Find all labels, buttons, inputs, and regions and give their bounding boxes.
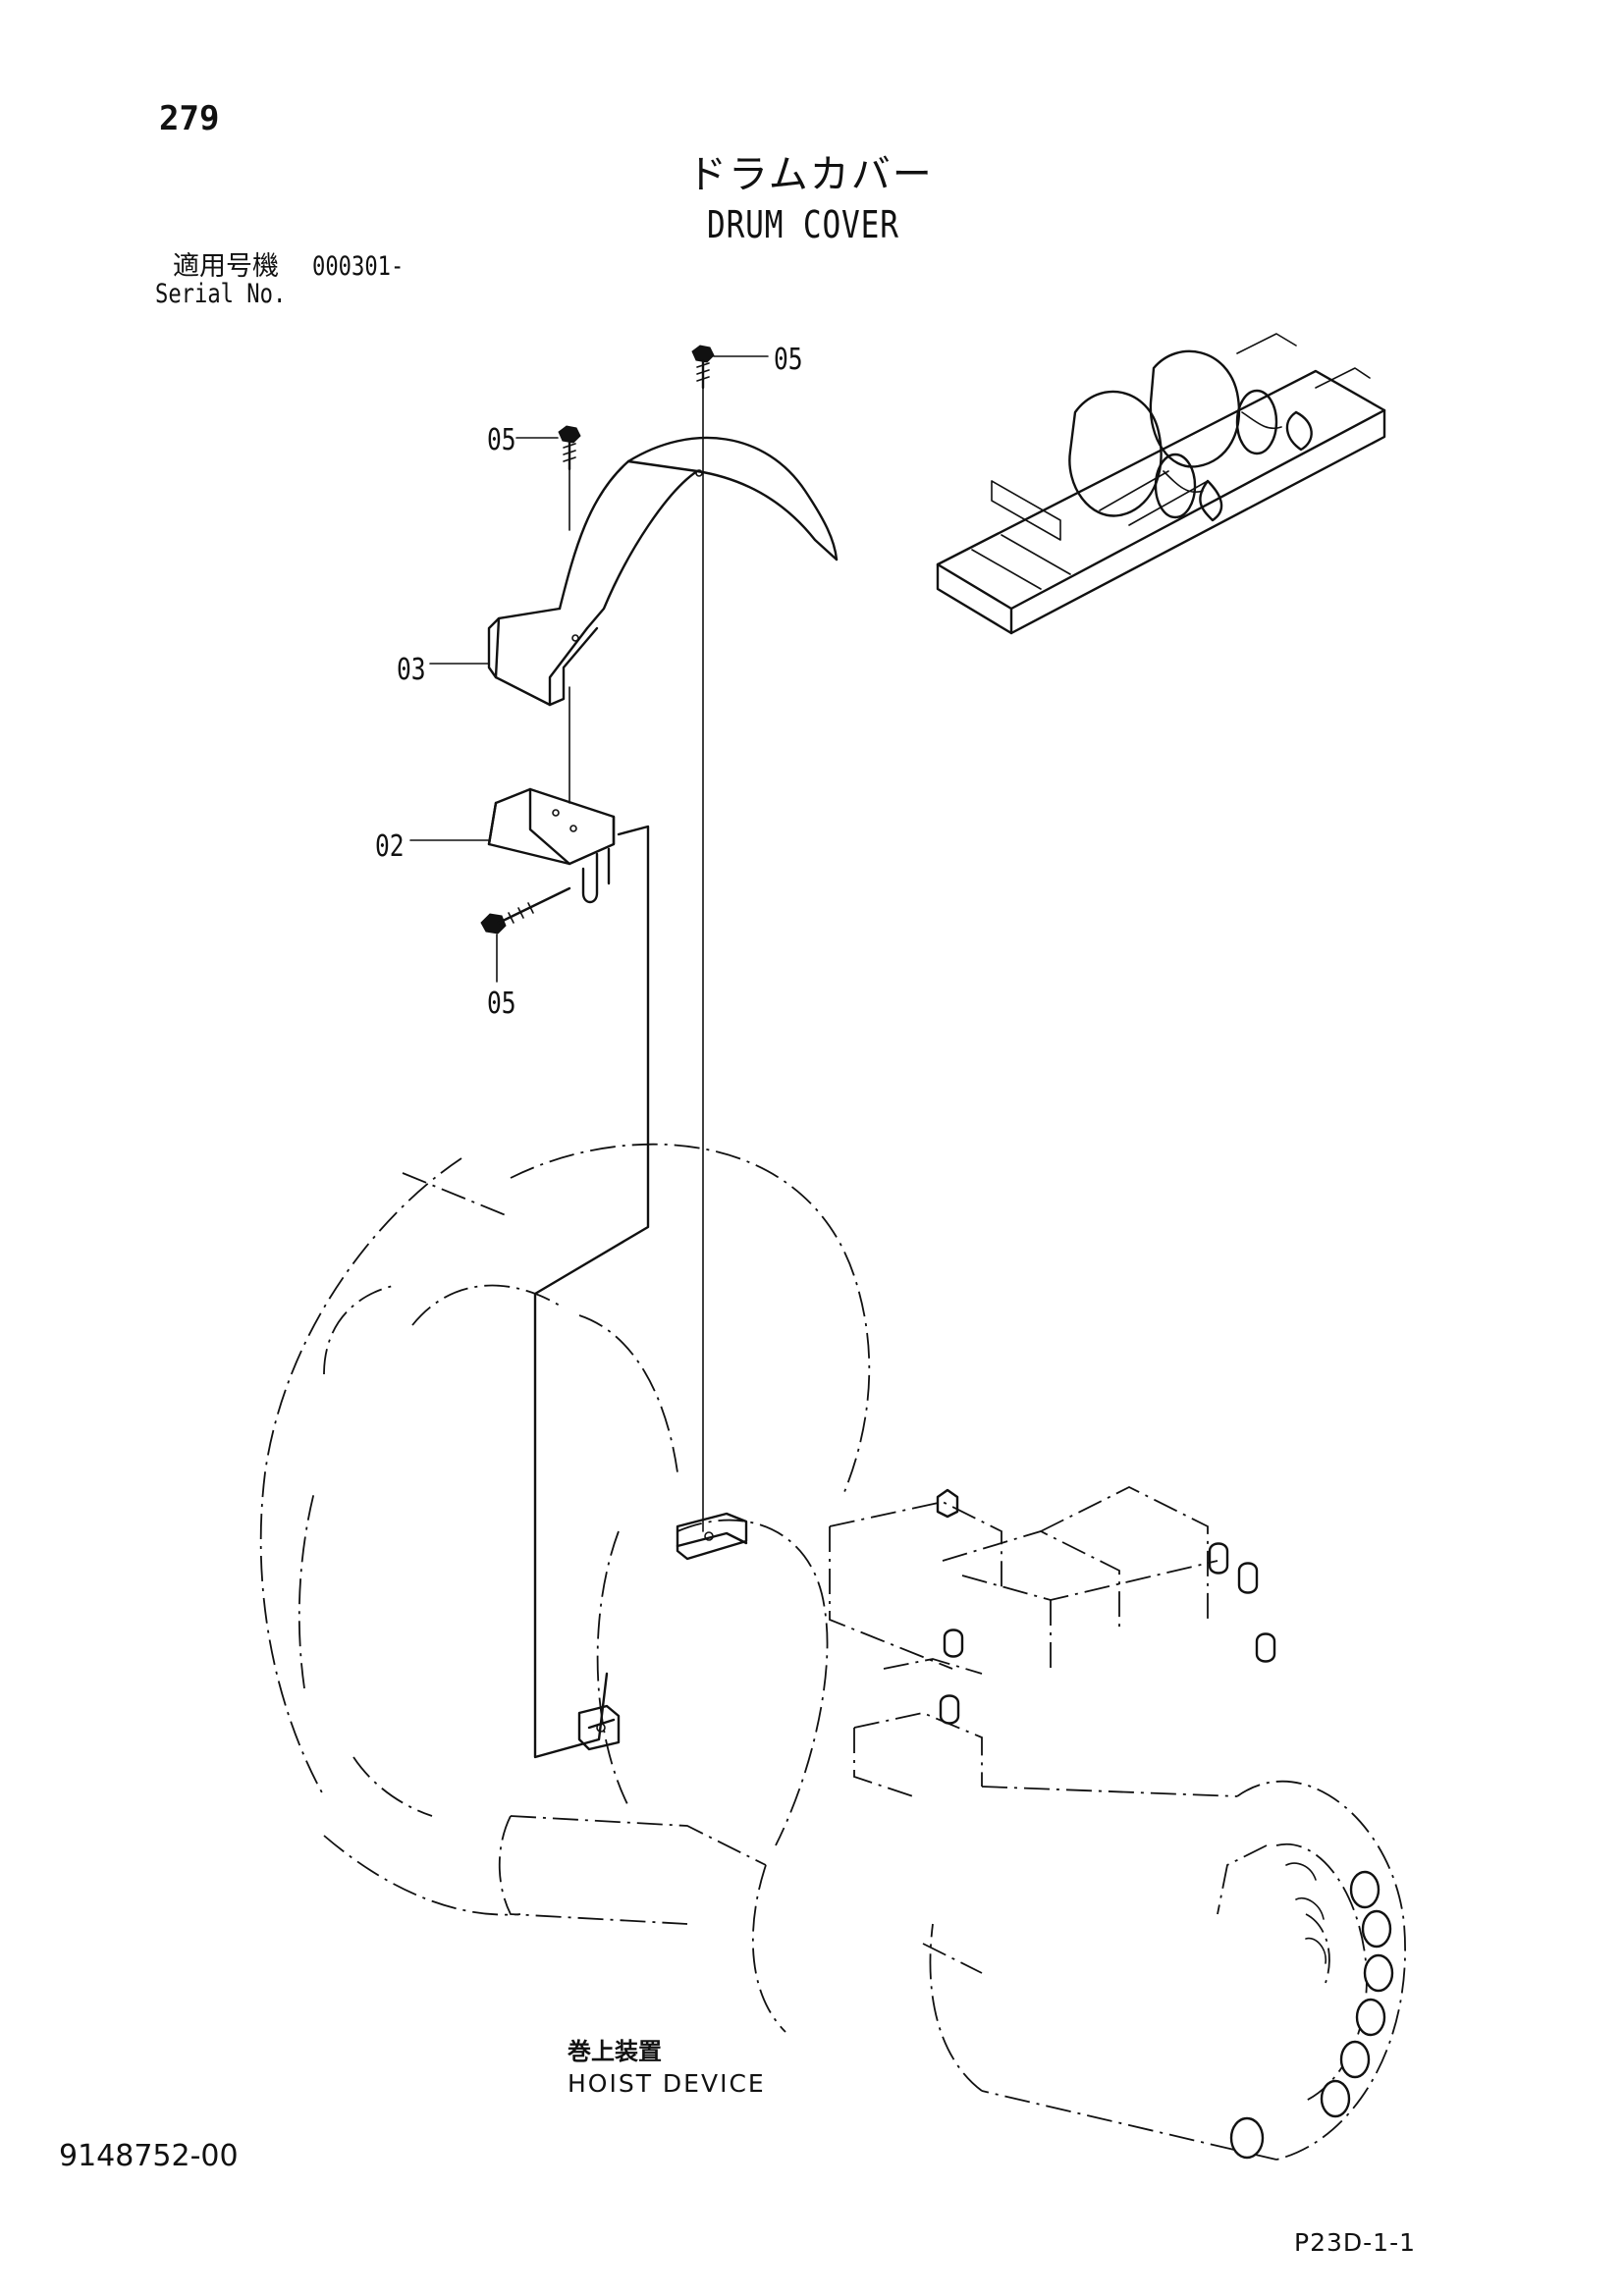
- drum-outline: [259, 1143, 871, 1916]
- bolt-05-lower: [480, 886, 571, 983]
- callout-02: 02: [375, 829, 405, 864]
- callout-05-upper-left: 05: [487, 423, 516, 457]
- hoist-inset-sketch: [936, 333, 1386, 635]
- drum-cover-03: [429, 436, 839, 707]
- device-label-japanese: 巻上装置: [568, 2038, 662, 2065]
- title-japanese: ドラムカバー: [687, 152, 934, 197]
- bracket-02: [409, 787, 616, 904]
- drum-band-connectors: [587, 1531, 748, 1730]
- page-code: P23D-1-1: [1294, 2228, 1416, 2257]
- serial-label-english: Serial No.: [155, 279, 287, 309]
- document-number: 9148752-00: [59, 2139, 239, 2173]
- callout-05-top: 05: [774, 343, 803, 377]
- serial-label-japanese: 適用号機: [173, 251, 279, 282]
- callout-03: 03: [397, 653, 426, 687]
- hoist-device-body: [498, 1485, 1406, 2161]
- guard-plate: [533, 825, 650, 1759]
- bolt-05-upper-left: [515, 425, 581, 471]
- page-number: 279: [159, 99, 220, 138]
- callout-05-lower: 05: [487, 987, 516, 1021]
- bolt-05-top: [691, 345, 769, 390]
- device-label-english: HOIST DEVICE: [568, 2069, 766, 2098]
- title-english: DRUM COVER: [707, 203, 899, 246]
- serial-range: 000301-: [312, 251, 405, 282]
